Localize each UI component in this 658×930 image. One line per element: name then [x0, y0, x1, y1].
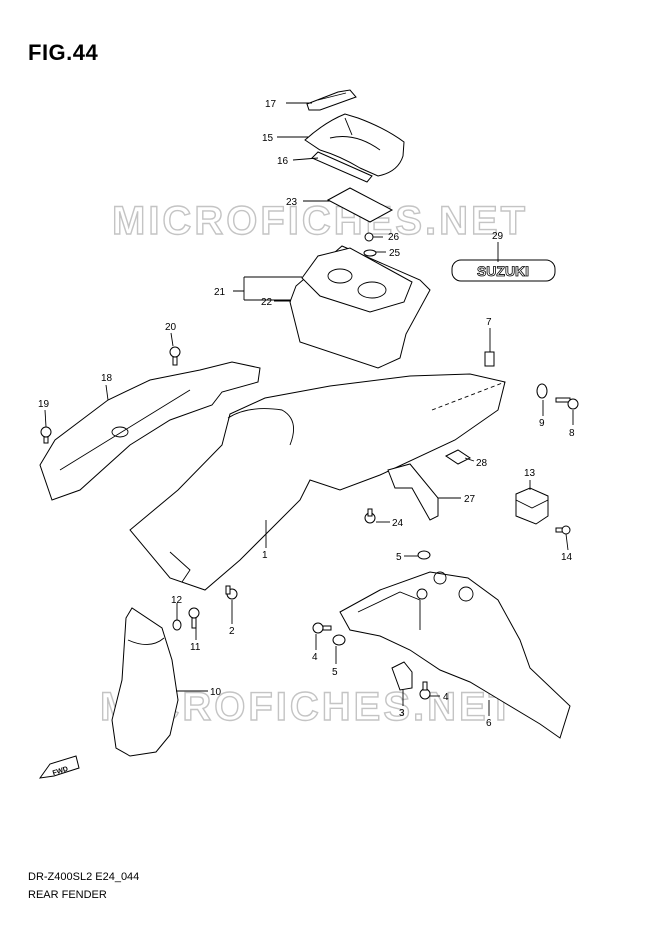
callout-21: 21 — [214, 287, 226, 298]
part-bolt-11[interactable] — [188, 607, 200, 629]
callout-12: 12 — [171, 595, 183, 606]
part-tool-box[interactable] — [289, 245, 431, 369]
callout-4b: 4 — [443, 692, 449, 703]
figure-title: FIG.44 — [28, 40, 99, 65]
part-tail-housing[interactable] — [339, 571, 571, 739]
part-bolt-2[interactable] — [225, 585, 238, 600]
part-side-cover[interactable] — [39, 361, 261, 501]
callout-25: 25 — [389, 248, 401, 259]
part-bracket[interactable] — [391, 661, 413, 691]
part-bolt-4a[interactable] — [312, 622, 332, 634]
part-grommet-5a[interactable] — [417, 550, 431, 560]
part-washer-9[interactable] — [536, 383, 548, 399]
callout-3: 3 — [399, 708, 405, 719]
callout-7: 7 — [486, 317, 492, 328]
callout-14: 14 — [561, 552, 573, 563]
part-grab-handle[interactable] — [387, 463, 439, 521]
part-tool[interactable] — [311, 151, 373, 183]
svg-text:FWD: FWD — [52, 766, 69, 778]
part-clip-7[interactable] — [484, 351, 495, 367]
part-bolt-4b[interactable] — [419, 681, 431, 700]
callout-labels: 17 15 16 23 26 25 29 21 22 20 7 18 19 9 … — [38, 99, 575, 729]
callout-28: 28 — [476, 458, 488, 469]
part-nut[interactable] — [364, 232, 374, 242]
callout-8: 8 — [569, 428, 575, 439]
callout-16: 16 — [277, 156, 289, 167]
part-bolt-19[interactable] — [40, 426, 52, 444]
callout-2: 2 — [229, 626, 235, 637]
part-bolt-20[interactable] — [169, 346, 181, 366]
part-label-plate[interactable] — [326, 187, 394, 223]
callout-19: 19 — [38, 399, 50, 410]
callout-6: 6 — [486, 718, 492, 729]
callout-11: 11 — [190, 642, 201, 653]
leader-lines — [44, 102, 574, 716]
callout-13: 13 — [524, 468, 536, 479]
callout-15: 15 — [262, 133, 274, 144]
callout-24: 24 — [392, 518, 404, 529]
part-grommet-5b[interactable] — [332, 634, 346, 646]
part-tool-bag[interactable] — [304, 113, 405, 177]
suzuki-emblem: SUZUKI — [451, 259, 556, 282]
part-washer-12[interactable] — [172, 619, 182, 631]
callout-1: 1 — [262, 550, 268, 561]
part-relay[interactable] — [515, 487, 549, 525]
part-screw-14[interactable] — [555, 525, 571, 535]
callout-17: 17 — [265, 99, 277, 110]
part-rear-fender[interactable] — [129, 373, 506, 591]
callout-5b: 5 — [332, 667, 338, 678]
callout-10: 10 — [210, 687, 222, 698]
part-cushion[interactable] — [445, 449, 471, 465]
callout-23: 23 — [286, 197, 298, 208]
callout-27: 27 — [464, 494, 476, 505]
part-strap[interactable] — [306, 89, 357, 111]
callout-22: 22 — [261, 297, 273, 308]
part-bolt-24[interactable] — [364, 508, 376, 524]
callout-20: 20 — [165, 322, 177, 333]
watermark-top: MICROFICHES.NET — [112, 199, 528, 243]
svg-text:SUZUKI: SUZUKI — [477, 263, 529, 279]
fwd-arrow-icon: FWD — [38, 755, 80, 779]
model-code: DR-Z400SL2 E24_044 — [28, 871, 140, 883]
callout-29: 29 — [492, 231, 504, 242]
callout-18: 18 — [101, 373, 113, 384]
part-bolt-8[interactable] — [555, 397, 579, 410]
section-name: REAR FENDER — [28, 889, 107, 901]
part-washer[interactable] — [363, 249, 377, 257]
callout-26: 26 — [388, 232, 400, 243]
callout-4a: 4 — [312, 652, 318, 663]
callout-5a: 5 — [396, 552, 402, 563]
callout-9: 9 — [539, 418, 545, 429]
part-mudguard[interactable] — [111, 607, 179, 757]
